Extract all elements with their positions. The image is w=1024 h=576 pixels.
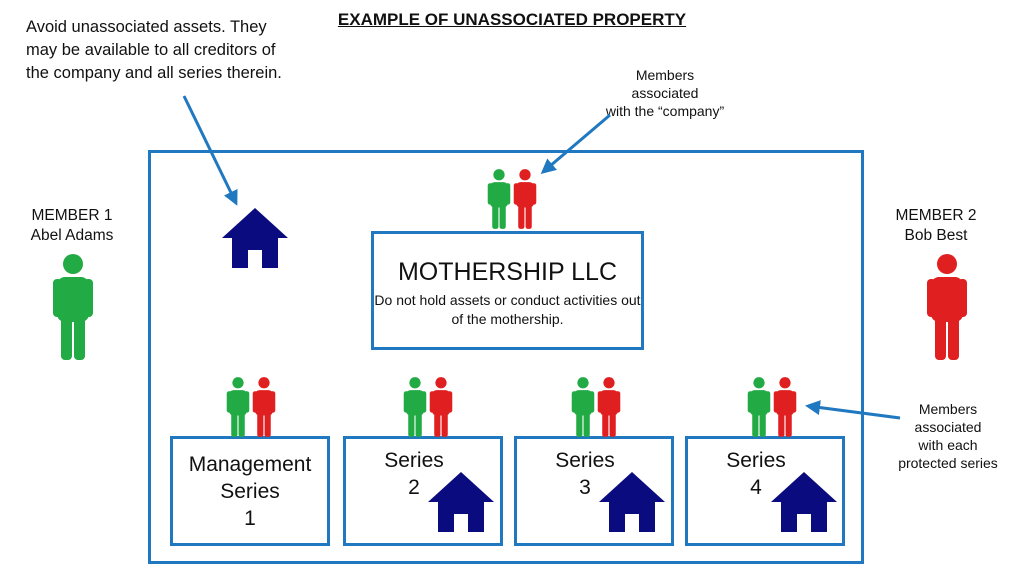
- series-3-line-1: Series: [555, 449, 615, 472]
- member-1-person-icon: [53, 254, 93, 360]
- member-2-person-icon: [927, 254, 967, 360]
- company-note-line-1: Members: [635, 67, 695, 83]
- series-box-4: Series 4: [685, 436, 845, 546]
- series-3-line-2: 3: [579, 476, 591, 499]
- series-2-line-2: 2: [408, 476, 420, 499]
- series-4-line-2: 4: [750, 476, 762, 499]
- diagram-title: EXAMPLE OF UNASSOCIATED PROPERTY: [337, 10, 687, 29]
- company-members-note: Members associated with the “company”: [590, 66, 740, 120]
- mothership-name: MOTHERSHIP LLC: [397, 258, 618, 286]
- series-1-line-1: Management: [188, 453, 312, 476]
- series-1-label: Management Series 1: [173, 451, 327, 532]
- series-4-label: Series 4: [706, 447, 806, 501]
- series-members-note: Members associated with each protected s…: [878, 400, 1018, 472]
- series-box-2: Series 2: [343, 436, 503, 546]
- series-1-line-2: Series: [220, 480, 280, 503]
- series-note-line-1: Members: [918, 401, 978, 417]
- series-2-label: Series 2: [364, 447, 464, 501]
- member-2-label: MEMBER 2 Bob Best: [871, 206, 1001, 246]
- mothership-box: MOTHERSHIP LLC Do not hold assets or con…: [371, 231, 644, 350]
- member-2-title: MEMBER 2: [895, 207, 977, 224]
- series-1-line-3: 1: [244, 507, 256, 530]
- member-1-label: MEMBER 1 Abel Adams: [7, 206, 137, 246]
- unassociated-assets-note: Avoid unassociated assets. They may be a…: [26, 18, 282, 82]
- series-note-line-4: protected series: [898, 455, 998, 471]
- company-note-line-2: associated: [631, 85, 699, 101]
- mothership-description: Do not hold assets or conduct activities…: [374, 292, 641, 327]
- series-box-3: Series 3: [514, 436, 674, 546]
- member-1-name: Abel Adams: [30, 227, 114, 244]
- series-note-line-3: with each: [918, 437, 978, 453]
- series-note-line-2: associated: [914, 419, 982, 435]
- series-box-1: Management Series 1: [170, 436, 330, 546]
- member-1-title: MEMBER 1: [31, 207, 113, 224]
- member-2-name: Bob Best: [904, 227, 968, 244]
- company-frame: [148, 150, 864, 564]
- series-4-line-1: Series: [726, 449, 786, 472]
- company-note-line-3: with the “company”: [605, 103, 725, 119]
- series-2-line-1: Series: [384, 449, 444, 472]
- series-3-label: Series 3: [535, 447, 635, 501]
